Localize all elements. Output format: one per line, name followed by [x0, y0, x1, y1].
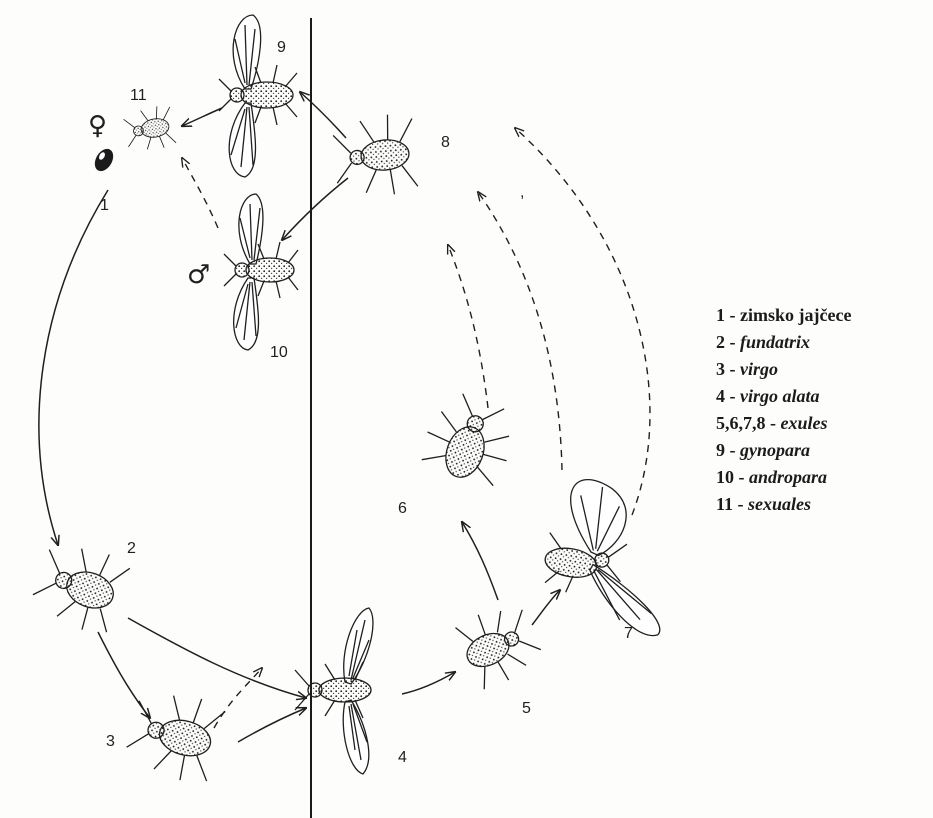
dashed-exules-mid-up: [478, 192, 562, 470]
arrow-fundatrix-to-alata: [128, 618, 306, 698]
legend-term: zimsko jajčece: [740, 305, 851, 325]
legend-key: 3: [716, 359, 725, 379]
arrow-exules5-to-6: [462, 522, 498, 600]
male-symbol: ♂: [187, 260, 210, 290]
egg-stage1: [91, 146, 117, 175]
legend-key: 9: [716, 440, 725, 460]
arrow-fundatrix-to-virgo: [98, 632, 150, 718]
dashed-exules7-up: [515, 128, 650, 515]
stage-label-10: 10: [270, 344, 288, 361]
comma-mark: ,: [520, 184, 524, 201]
legend-separator: -: [725, 305, 740, 325]
legend-key: 4: [716, 386, 725, 406]
stage-label-11: 11: [130, 87, 147, 104]
legend-term: sexuales: [748, 494, 811, 514]
aphid-exules-6: [417, 387, 523, 491]
legend-separator: -: [766, 413, 781, 433]
aphid-sexuales-11: [122, 104, 176, 154]
legend-item: 1 - zimsko jajčece: [716, 302, 928, 329]
legend-key: 5,6,7,8: [716, 413, 766, 433]
legend-item: 5,6,7,8 - exules: [716, 410, 928, 437]
arrow-gynopara-to-sexuales: [182, 108, 222, 126]
stage-label-3: 3: [106, 733, 115, 750]
legend-separator: -: [725, 332, 740, 352]
arrow-exules5-to-7: [532, 590, 560, 625]
arrow-exules8-to-andropara: [282, 178, 348, 240]
stage-label-2: 2: [127, 540, 136, 557]
legend-key: 1: [716, 305, 725, 325]
legend-term: virgo alata: [740, 386, 820, 406]
legend-key: 11: [716, 494, 733, 514]
legend-term: virgo: [740, 359, 778, 379]
aphid-virgo-alata-4: [295, 608, 373, 774]
arrow-egg-to-fundatrix: [39, 190, 108, 545]
legend-term: fundatrix: [740, 332, 810, 352]
legend-key: 2: [716, 332, 725, 352]
legend-term: exules: [781, 413, 828, 433]
legend-separator: -: [725, 386, 740, 406]
dashed-exules6-up: [448, 245, 488, 408]
legend-item: 10 - andropara: [716, 464, 928, 491]
legend-separator: -: [734, 467, 749, 487]
dashed-andropara-to-sexuales: [182, 158, 218, 228]
aphid-exules-8: [332, 113, 419, 200]
stage-label-6: 6: [398, 500, 407, 517]
stage-label-9: 9: [277, 39, 286, 56]
stage-label-8: 8: [441, 134, 450, 151]
arrow-alata-to-exules5: [402, 672, 455, 694]
stage-label-4: 4: [398, 749, 407, 766]
aphid-andropara-10: [224, 194, 298, 350]
legend-item: 11 - sexuales: [716, 491, 928, 518]
aphid-fundatrix-2: [27, 535, 131, 638]
stage-label-7: 7: [624, 625, 633, 642]
legend-item: 4 - virgo alata: [716, 383, 928, 410]
stage-label-5: 5: [522, 700, 531, 717]
legend-item: 3 - virgo: [716, 356, 928, 383]
arrow-virgo-to-alata: [238, 708, 306, 742]
female-symbol: ♀: [88, 111, 107, 141]
legend-term: andropara: [749, 467, 827, 487]
legend-item: 9 - gynopara: [716, 437, 928, 464]
legend-key: 10: [716, 467, 734, 487]
legend-separator: -: [733, 494, 748, 514]
legend-separator: -: [725, 440, 740, 460]
legend-item: 2 - fundatrix: [716, 329, 928, 356]
stage-label-1: 1: [100, 197, 109, 214]
legend-term: gynopara: [740, 440, 810, 460]
legend-separator: -: [725, 359, 740, 379]
aphid-virgo-3: [122, 683, 227, 786]
aphid-exules-5: [453, 597, 547, 692]
arrow-exules8-to-gynopara: [300, 92, 346, 138]
aphid-exules-7: [535, 474, 683, 637]
dashed-virgo-up: [214, 668, 262, 728]
